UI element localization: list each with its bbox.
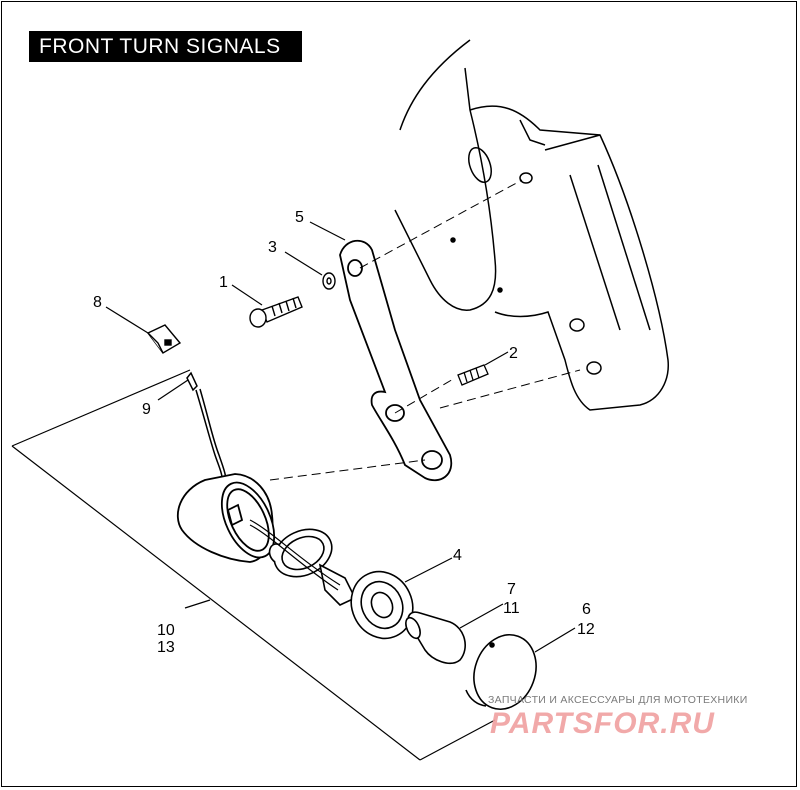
callout-13: 13: [157, 639, 175, 656]
mounting-bracket: [339, 239, 453, 482]
set-screw: [457, 364, 489, 386]
callout-10: 10: [157, 622, 175, 639]
callout-4: 4: [453, 547, 462, 564]
callout-5: 5: [295, 209, 304, 226]
callout-3: 3: [268, 239, 277, 256]
callout-6: 6: [582, 601, 591, 618]
leader-lines: [11, 221, 576, 761]
callout-12: 12: [577, 621, 595, 638]
callout-1: 1: [219, 274, 228, 291]
callout-7: 7: [507, 581, 516, 598]
callout-9: 9: [142, 401, 151, 418]
internal-wire: [249, 519, 341, 591]
wire-connector: [146, 324, 182, 354]
watermark: ЗАПЧАСТИ И АКСЕССУАРЫ ДЛЯ МОТОТЕХНИКИ PA…: [488, 694, 788, 744]
diagram-title: FRONT TURN SIGNALS: [29, 31, 302, 62]
callout-8: 8: [93, 294, 102, 311]
watermark-tagline: ЗАПЧАСТИ И АКСЕССУАРЫ ДЛЯ МОТОТЕХНИКИ: [488, 694, 748, 706]
lamp-socket: [268, 528, 414, 640]
alignment-lines: [269, 179, 581, 481]
bulb: [405, 611, 466, 665]
fork-slider: [394, 39, 669, 411]
callout-2: 2: [509, 345, 518, 362]
terminal-wire: [186, 371, 227, 487]
callout-11: 11: [503, 600, 520, 617]
lens: [465, 634, 537, 710]
turn-signal-housing: [177, 473, 276, 563]
washer: [322, 272, 336, 290]
watermark-logo: PARTSFOR.RU: [490, 707, 715, 740]
screw: [249, 296, 303, 328]
